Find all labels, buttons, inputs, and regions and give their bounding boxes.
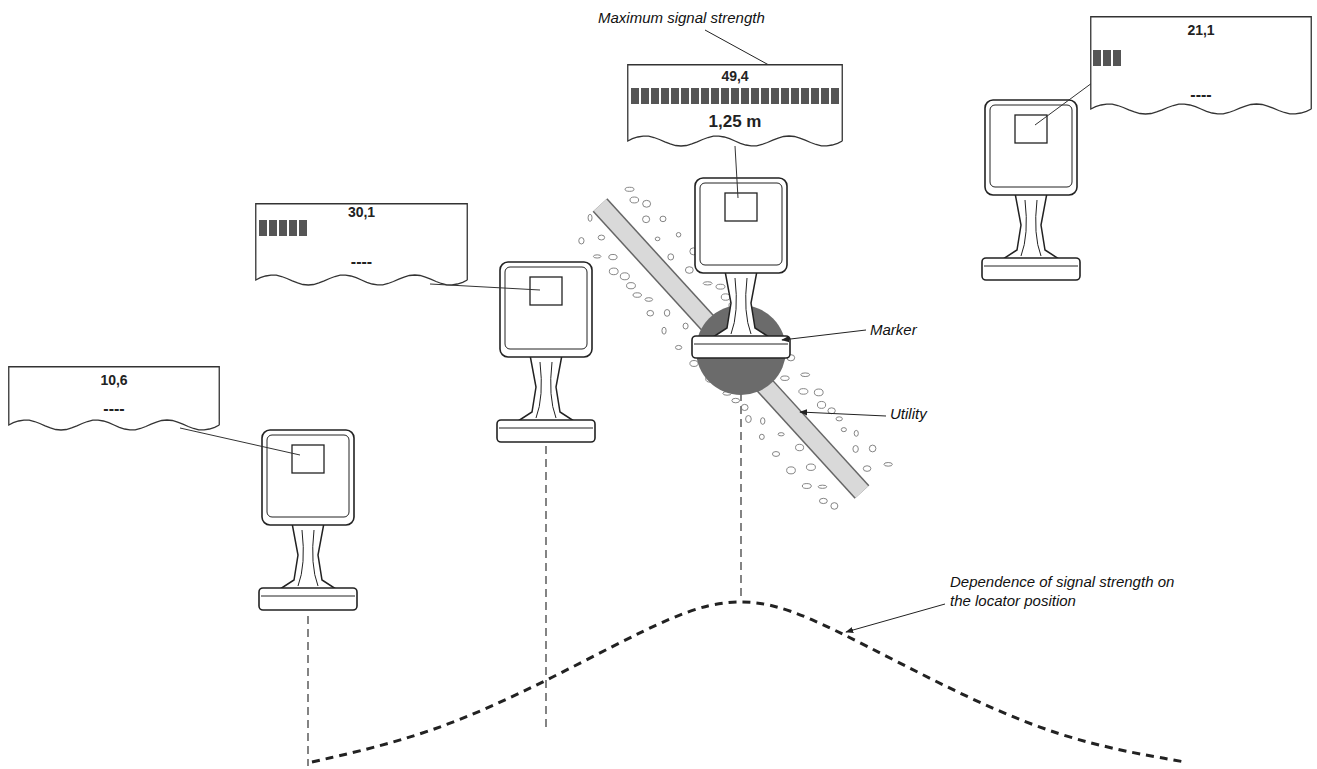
depth-readout: ----	[255, 253, 468, 271]
callout-leader	[180, 428, 300, 455]
reading-callout: 30,1 ----	[255, 203, 468, 287]
locator-device	[982, 100, 1080, 280]
annotation-label: Marker	[870, 320, 990, 339]
annotation-label: Maximum signal strength	[598, 8, 838, 27]
reading-callout: 10,6 ----	[8, 366, 220, 432]
callout-leader	[735, 146, 738, 198]
locator-device	[259, 430, 357, 610]
annotation-label: Utility	[890, 404, 1010, 423]
reading-callout: 21,1 ----	[1090, 16, 1312, 116]
locator-device	[497, 262, 595, 442]
signal-curve	[312, 602, 1185, 762]
callout-leader	[1035, 80, 1096, 125]
signal-value: 49,4	[627, 68, 843, 84]
signal-value: 21,1	[1090, 22, 1312, 38]
depth-readout: ----	[1090, 86, 1312, 104]
label-leader	[800, 412, 886, 416]
signal-value: 30,1	[255, 204, 468, 220]
reading-callout: 49,4 1,25 m	[627, 64, 843, 148]
annotation-label: Dependence of signal strength on the loc…	[950, 572, 1195, 610]
label-leader	[846, 604, 945, 632]
depth-readout: ----	[8, 400, 220, 418]
signal-value: 10,6	[8, 372, 220, 388]
projection-line	[307, 616, 308, 766]
locator-device	[692, 178, 790, 358]
depth-readout: 1,25 m	[627, 112, 843, 132]
projection-line	[740, 380, 741, 596]
projection-line	[545, 446, 546, 728]
label-leader	[782, 330, 866, 340]
